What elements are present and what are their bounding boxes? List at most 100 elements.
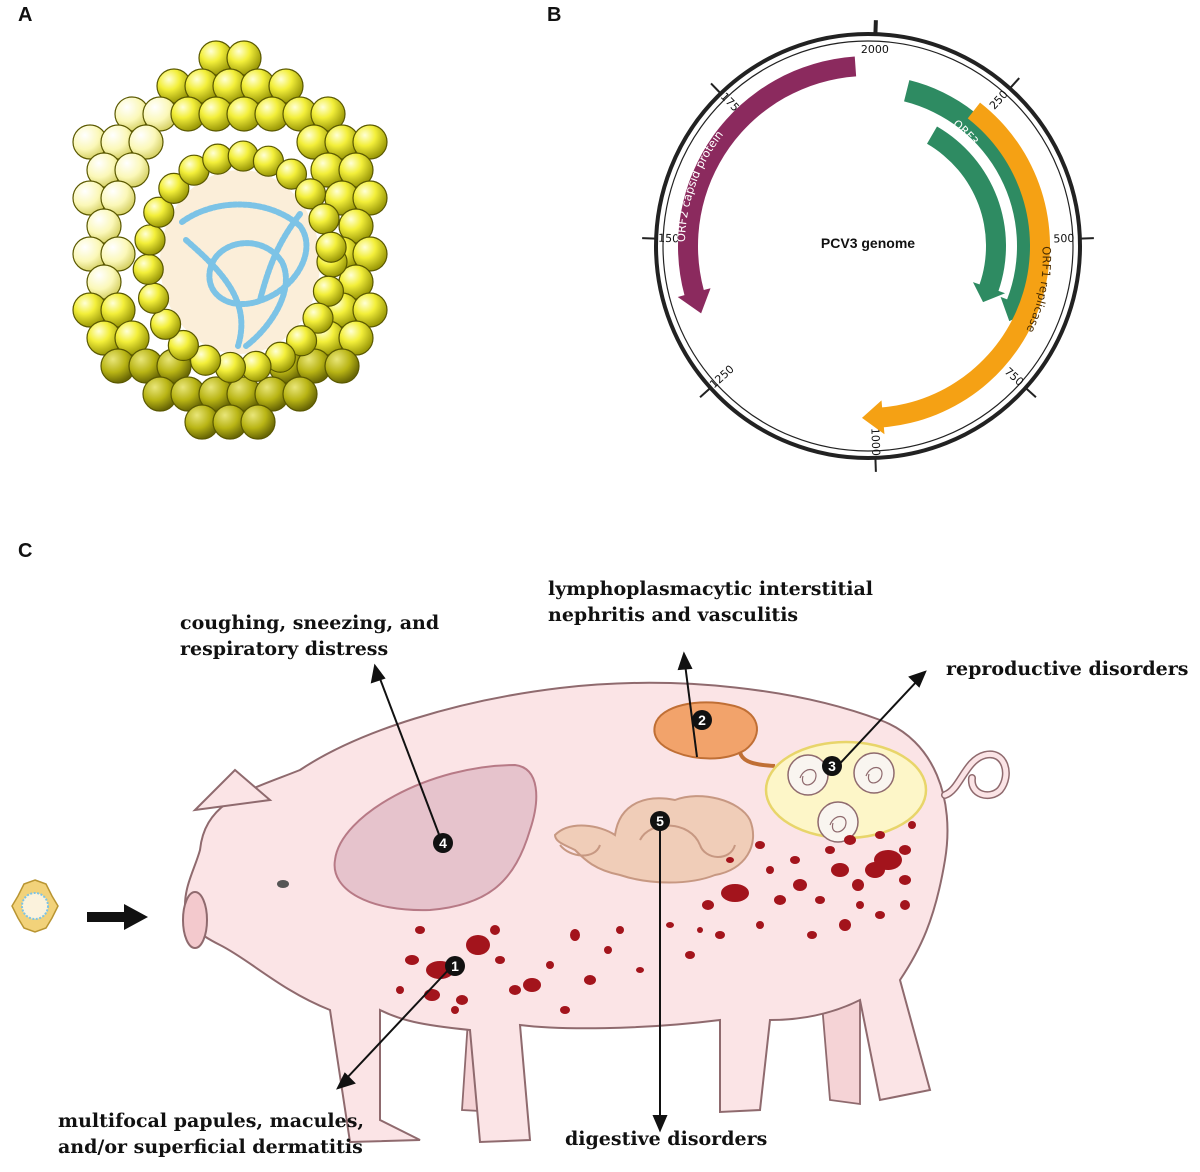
- lesion-spot: [899, 845, 911, 855]
- capsid-subunit: [338, 152, 374, 188]
- capsid-subunit: [338, 320, 374, 356]
- capsid-subunit: [149, 308, 182, 340]
- marker-4-label: 4: [439, 835, 447, 851]
- pig-body: [183, 681, 949, 1144]
- intestine: [553, 795, 755, 884]
- capsid-subunit: [212, 68, 248, 104]
- genome-features: [677, 56, 1051, 435]
- lesion-spot: [456, 995, 468, 1005]
- capsid-subunit: [324, 236, 360, 272]
- lesion-spot: [721, 884, 749, 902]
- capsid-subunit: [310, 320, 346, 356]
- pig-legs: [461, 979, 861, 1113]
- capsid-subunit: [156, 68, 192, 104]
- capsid-subunit: [178, 154, 210, 186]
- capsid-subunit: [143, 196, 175, 228]
- capsid-subunit: [226, 40, 262, 76]
- capsid-subunit: [167, 329, 199, 362]
- lesion-spot: [755, 841, 765, 849]
- lesion-spot: [856, 901, 864, 909]
- capsid-subunit: [226, 376, 262, 412]
- capsid-subunit: [72, 236, 108, 272]
- genome-tick-label: 750: [1002, 365, 1026, 389]
- lesion-spot: [831, 863, 849, 877]
- capsid-subunit: [170, 376, 206, 412]
- lesion-spot: [616, 926, 624, 934]
- capsid-subunit: [264, 341, 296, 373]
- genome-tick-label: 1250: [707, 363, 737, 391]
- lesion-spot: [560, 1006, 570, 1014]
- capsid-subunit: [324, 292, 360, 328]
- genome-tick-label: 2000: [861, 43, 889, 56]
- capsid-subunit: [100, 292, 136, 328]
- capsid-subunit: [114, 320, 150, 356]
- lesion-spot: [523, 978, 541, 992]
- kidney: [653, 701, 776, 768]
- orf1-arrow: [861, 102, 1051, 435]
- genome-tick: [699, 387, 712, 398]
- capsid-subunit: [310, 96, 346, 132]
- capsid-subunit: [324, 348, 360, 384]
- capsid-subunit: [128, 124, 164, 160]
- skin-line-2: and/or superficial dermatitis: [58, 1136, 363, 1158]
- capsid-subunit: [275, 158, 308, 190]
- marker-5: 5: [650, 811, 670, 831]
- virus-particle-icon: [11, 879, 59, 933]
- capsid-subunit: [100, 348, 136, 384]
- panel-b-label: B: [547, 4, 562, 26]
- capsid-subunit: [158, 172, 190, 204]
- lesion-spot: [807, 931, 817, 939]
- genome-title: PCV3 genome: [821, 235, 915, 251]
- lesion-spot: [715, 931, 725, 939]
- capsid-subunit: [316, 246, 348, 278]
- capsid-subunit: [324, 124, 360, 160]
- capsid-subunit: [352, 292, 388, 328]
- lesion-spot: [666, 922, 674, 928]
- lesion-spot: [396, 986, 404, 994]
- capsid-subunit: [252, 145, 285, 177]
- infection-arrow-icon: [87, 904, 148, 930]
- capsid-subunit: [184, 404, 220, 440]
- capsid-subunit: [268, 348, 304, 384]
- marker-3: 3: [822, 756, 842, 776]
- capsid-subunit: [240, 404, 276, 440]
- lesion-spot: [495, 956, 505, 964]
- capsid-subunit: [268, 68, 304, 104]
- capsid-subunit: [128, 348, 164, 384]
- capsid-subunit: [324, 180, 360, 216]
- reproductive-annotation: reproductive disorders: [946, 658, 1189, 680]
- lesion-spot: [685, 951, 695, 959]
- capsid-subunit: [338, 264, 374, 300]
- lesion-spot: [424, 989, 440, 1001]
- uterus: [764, 740, 928, 843]
- orf1-label: ORF1 replicase: [1023, 246, 1053, 335]
- capsid-subunit: [312, 275, 345, 307]
- capsid-subunit: [72, 180, 108, 216]
- orf3b-label: ORF3: [929, 157, 960, 188]
- genome-tick-label: 500: [1053, 232, 1074, 246]
- orf2-arrow: [677, 56, 857, 314]
- marker-1-label: 1: [451, 958, 459, 974]
- capsid-subunit: [198, 40, 234, 76]
- capsid-subunit: [296, 124, 332, 160]
- marker-5-label: 5: [656, 813, 664, 829]
- capsid-subunit: [315, 231, 347, 263]
- capsid-subunit: [184, 68, 220, 104]
- genome-backbone: [654, 32, 1082, 460]
- respiratory-line-2: respiratory distress: [180, 638, 389, 660]
- capsid-subunit: [352, 180, 388, 216]
- lesion-spot: [839, 919, 851, 931]
- skin-line-1: multifocal papules, macules,: [58, 1110, 365, 1132]
- lesion-spot: [790, 856, 800, 864]
- genome-tick-label: 250: [987, 88, 1011, 112]
- pig-head: [182, 768, 289, 949]
- kidney-annotation: lymphoplasmacytic interstitial nephritis…: [548, 576, 873, 628]
- capsid-subunit: [198, 376, 234, 412]
- capsid-subunit: [352, 236, 388, 272]
- capsid-subunit: [100, 236, 136, 272]
- pig-tail: [941, 750, 1010, 800]
- lesion-spot: [451, 1006, 459, 1014]
- respiratory-line-1: coughing, sneezing, and: [180, 612, 440, 634]
- capsid-subunit: [170, 96, 206, 132]
